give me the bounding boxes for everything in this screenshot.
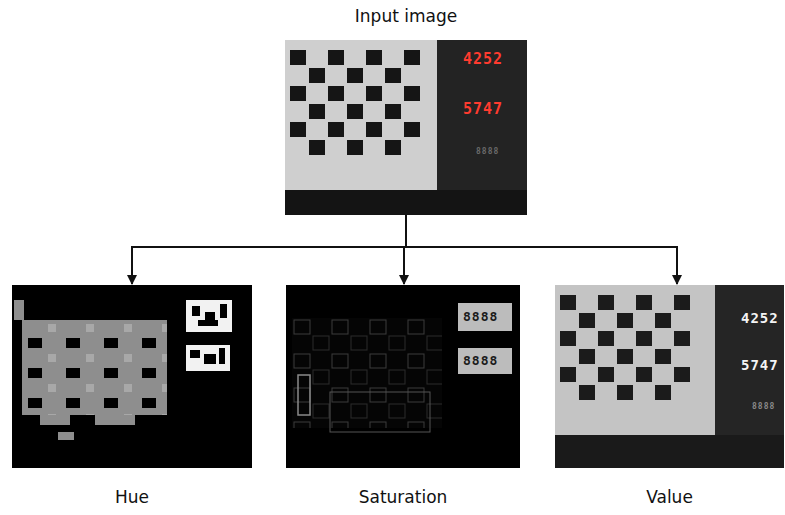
panel-caption: Saturation <box>359 487 448 507</box>
flow-arrow <box>132 215 406 284</box>
display-digits: 8888 <box>476 148 499 156</box>
flow-arrow <box>406 215 677 284</box>
channel-panel: Hue <box>12 285 252 507</box>
panel-caption: Value <box>646 487 693 507</box>
display-digits: 8888 <box>463 354 498 367</box>
display-digits: 4252 <box>741 311 779 325</box>
display-digits: 5747 <box>741 358 779 372</box>
display-digits: 8888 <box>752 403 775 411</box>
display-digits: 8888 <box>463 310 498 323</box>
panel-caption: Input image <box>355 6 457 26</box>
display-digits: 5747 <box>463 102 503 117</box>
display-digits: 4252 <box>463 52 503 67</box>
panel-caption: Hue <box>115 487 149 507</box>
